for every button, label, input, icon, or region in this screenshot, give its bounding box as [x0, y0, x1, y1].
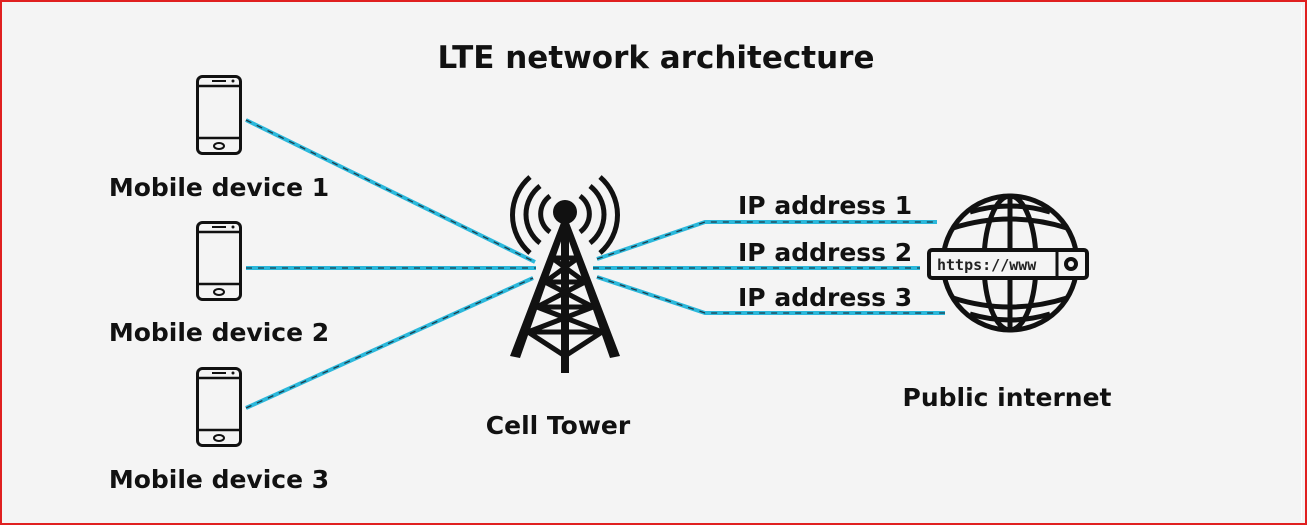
cell-tower-icon — [510, 175, 620, 373]
device-links — [245, 118, 536, 410]
diagram-title: LTE network architecture — [438, 40, 875, 76]
url-text: https://www — [937, 256, 1037, 274]
link-device-1 — [245, 118, 536, 264]
flower-icon — [1064, 257, 1078, 271]
smartphone-icon — [196, 221, 242, 301]
internet-label: Public internet — [903, 383, 1112, 412]
ip-label-1: IP address 1 — [738, 191, 912, 220]
tower-label: Cell Tower — [486, 411, 631, 440]
ip-links — [593, 220, 945, 315]
frame-inner-edge — [1301, 5, 1302, 520]
ip-label-2: IP address 2 — [738, 238, 912, 267]
device-label-2: Mobile device 2 — [109, 318, 329, 347]
device-label-1: Mobile device 1 — [109, 173, 329, 202]
link-ip-1 — [596, 220, 937, 261]
smartphone-icon — [196, 367, 242, 447]
link-device-3 — [245, 276, 534, 410]
globe-icon: https://www — [927, 193, 1089, 333]
link-ip-3 — [596, 275, 945, 315]
ip-label-3: IP address 3 — [738, 283, 912, 312]
device-label-3: Mobile device 3 — [109, 465, 329, 494]
smartphone-icon — [196, 75, 242, 155]
